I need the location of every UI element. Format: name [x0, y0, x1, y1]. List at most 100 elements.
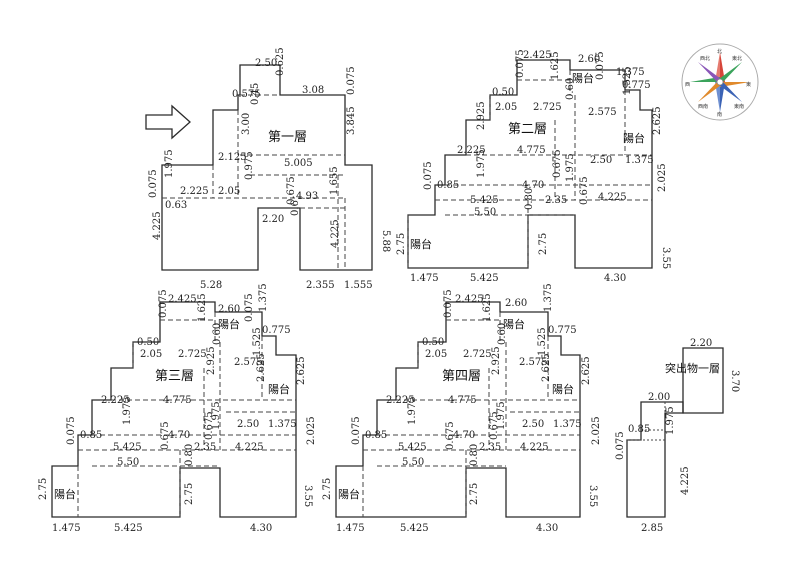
- svg-text:1.975: 1.975: [665, 406, 676, 435]
- svg-text:0.45: 0.45: [250, 83, 261, 105]
- svg-text:0.075: 0.075: [244, 293, 255, 322]
- svg-text:2.20: 2.20: [690, 338, 712, 349]
- svg-text:2.50: 2.50: [255, 58, 277, 69]
- svg-text:0.675: 0.675: [445, 421, 456, 450]
- protrusion-floor-plan: 突出物一層 2.20 3.70 2.00 0.85 1.975 0.075 4.…: [615, 338, 740, 534]
- svg-text:2.925: 2.925: [476, 101, 487, 130]
- svg-text:1.555: 1.555: [344, 280, 373, 291]
- svg-text:1.625: 1.625: [550, 51, 561, 80]
- svg-text:2.85: 2.85: [641, 523, 663, 534]
- svg-text:4.225: 4.225: [680, 466, 691, 495]
- svg-text:0.675: 0.675: [204, 411, 215, 440]
- svg-text:0.63: 0.63: [165, 200, 187, 211]
- svg-text:4.775: 4.775: [517, 145, 546, 156]
- svg-text:0.075: 0.075: [595, 51, 606, 80]
- fourth-floor-plan: 第四層 陽台 陽台 陽台 2.425 2.60 0.075 1.625 1.37…: [322, 283, 602, 534]
- svg-text:2.725: 2.725: [178, 349, 207, 360]
- svg-text:2.925: 2.925: [491, 346, 502, 375]
- svg-text:1.375: 1.375: [543, 283, 554, 312]
- svg-text:西北: 西北: [700, 55, 710, 62]
- second-floor-title: 第二層: [508, 122, 547, 137]
- svg-text:0.075: 0.075: [515, 49, 526, 78]
- svg-text:0.50: 0.50: [137, 337, 159, 348]
- svg-text:2.425: 2.425: [168, 294, 197, 305]
- svg-text:4.225: 4.225: [330, 219, 341, 248]
- first-floor-outline: [161, 64, 373, 271]
- svg-text:2.60: 2.60: [578, 54, 600, 65]
- svg-text:0.675: 0.675: [160, 421, 171, 450]
- svg-text:3.08: 3.08: [302, 85, 324, 96]
- svg-text:0.85: 0.85: [437, 180, 459, 191]
- svg-text:1.625: 1.625: [482, 293, 493, 322]
- svg-text:0.50: 0.50: [492, 87, 514, 98]
- svg-text:2.00: 2.00: [648, 392, 670, 403]
- svg-text:2.425: 2.425: [455, 294, 484, 305]
- svg-text:1.975: 1.975: [211, 401, 222, 430]
- svg-text:2.725: 2.725: [463, 349, 492, 360]
- svg-text:2.05: 2.05: [495, 102, 517, 113]
- svg-text:5.425: 5.425: [114, 523, 143, 534]
- svg-text:1.375: 1.375: [268, 419, 297, 430]
- svg-text:0.625: 0.625: [275, 47, 286, 76]
- svg-text:2.225: 2.225: [180, 186, 209, 197]
- svg-text:2.625: 2.625: [256, 353, 267, 382]
- svg-text:1.525: 1.525: [252, 327, 263, 356]
- svg-text:4.225: 4.225: [598, 192, 627, 203]
- svg-text:2.75: 2.75: [322, 478, 333, 500]
- svg-text:2.925: 2.925: [206, 346, 217, 375]
- fourth-floor-title: 第四層: [442, 369, 481, 384]
- svg-text:2.575: 2.575: [519, 357, 548, 368]
- svg-text:西南: 西南: [698, 103, 708, 110]
- svg-text:1.475: 1.475: [336, 523, 365, 534]
- second-floor-plan: 第二層 陽台 陽台 陽台 2.425 2.60 0.075 1.625 0.07…: [396, 49, 671, 284]
- second-floor-balcony-c: 陽台: [410, 237, 432, 251]
- svg-text:4.225: 4.225: [235, 442, 264, 453]
- svg-text:0.975: 0.975: [244, 151, 255, 180]
- svg-text:2.05: 2.05: [218, 186, 240, 197]
- svg-text:0.075: 0.075: [615, 431, 626, 460]
- svg-text:2.625: 2.625: [296, 356, 307, 385]
- svg-text:1.975: 1.975: [565, 153, 576, 182]
- svg-text:4.70: 4.70: [168, 430, 190, 441]
- svg-text:東南: 東南: [734, 103, 744, 110]
- svg-text:0.675: 0.675: [286, 176, 297, 205]
- svg-text:1.655: 1.655: [329, 166, 340, 195]
- fourth-floor-balcony-c: 陽台: [338, 487, 360, 501]
- svg-text:2.75: 2.75: [396, 233, 407, 255]
- svg-text:1.975: 1.975: [407, 396, 418, 425]
- second-floor-outline: [407, 59, 653, 269]
- svg-text:2.35: 2.35: [545, 195, 567, 206]
- svg-text:0.85: 0.85: [80, 430, 102, 441]
- svg-text:1.475: 1.475: [52, 523, 81, 534]
- svg-text:0.075: 0.075: [423, 161, 434, 190]
- svg-text:東北: 東北: [732, 55, 742, 62]
- svg-text:2.625: 2.625: [581, 356, 592, 385]
- svg-text:2.60: 2.60: [505, 298, 527, 309]
- svg-text:4.775: 4.775: [448, 395, 477, 406]
- svg-text:0.675: 0.675: [489, 411, 500, 440]
- svg-text:5.88: 5.88: [380, 230, 391, 252]
- protrusion-outline: [682, 347, 724, 414]
- protrusion-title: 突出物一層: [665, 361, 720, 375]
- svg-text:0.85: 0.85: [628, 424, 650, 435]
- third-floor-balcony-a: 陽台: [218, 317, 240, 331]
- svg-text:1.975: 1.975: [122, 396, 133, 425]
- svg-text:5.425: 5.425: [470, 195, 499, 206]
- svg-text:2.50: 2.50: [522, 419, 544, 430]
- svg-text:2.625: 2.625: [652, 106, 663, 135]
- svg-text:0.075: 0.075: [351, 416, 362, 445]
- svg-text:1.625: 1.625: [197, 293, 208, 322]
- svg-text:西: 西: [685, 82, 690, 88]
- svg-text:2.575: 2.575: [588, 107, 617, 118]
- svg-text:2.025: 2.025: [591, 416, 602, 445]
- svg-text:4.225: 4.225: [152, 211, 163, 240]
- svg-text:4.93: 4.93: [296, 191, 318, 202]
- svg-text:1.375: 1.375: [553, 419, 582, 430]
- svg-text:2.05: 2.05: [140, 349, 162, 360]
- svg-text:1.375: 1.375: [258, 283, 269, 312]
- svg-text:0.075: 0.075: [148, 169, 159, 198]
- svg-text:2.20: 2.20: [262, 214, 284, 225]
- compass-rose-icon: 北 東北 西北 東南 西南 東 西 南: [681, 43, 759, 121]
- svg-text:2.60: 2.60: [218, 304, 240, 315]
